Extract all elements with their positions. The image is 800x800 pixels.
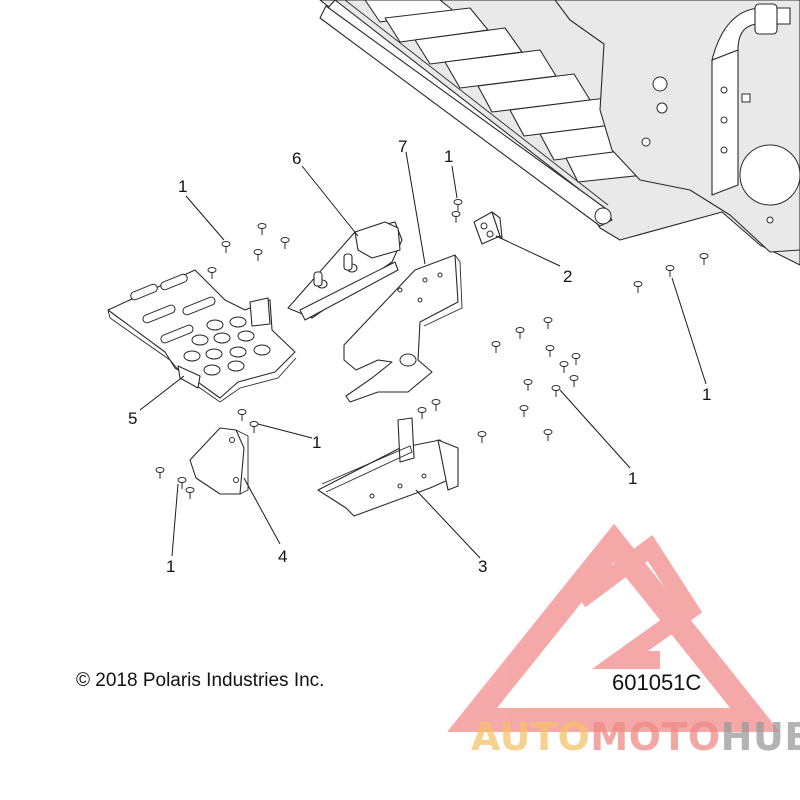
- leader-lines: [139, 151, 707, 559]
- diagram-part-number: 601051C: [612, 670, 702, 695]
- part-3-bracket: [317, 417, 459, 517]
- callout-1-right: 1: [702, 385, 711, 404]
- callout-1-top-left: 1: [178, 177, 187, 196]
- watermark-word-moto: MOTO: [590, 715, 721, 759]
- callout-4: 4: [278, 547, 287, 566]
- frame-assembly: [319, 0, 800, 266]
- watermark-word-hub: HUB: [720, 715, 800, 759]
- watermark-logo: [446, 523, 780, 732]
- part-5-footrest-plate: [107, 269, 297, 403]
- callout-3: 3: [478, 557, 487, 576]
- copyright-notice: © 2018 Polaris Industries Inc.: [76, 670, 325, 691]
- watermark-word-auto: AUTO: [471, 715, 591, 759]
- callout-2: 2: [563, 267, 572, 286]
- callout-labels: 1 1 1 1 1 1 2 3 4 5 6 7: [128, 137, 711, 576]
- watermark-text: AUTOMOTOHUB: [471, 715, 800, 759]
- part-4-mount-plate: [189, 427, 249, 495]
- fasteners: [155, 199, 709, 499]
- callout-1-top-center: 1: [444, 147, 453, 166]
- callout-5: 5: [128, 409, 137, 428]
- part-2-bracket: [473, 211, 503, 245]
- callout-1-center-right: 1: [628, 469, 637, 488]
- callout-7: 7: [398, 137, 407, 156]
- callout-1-bottom-left: 1: [166, 557, 175, 576]
- callout-1-center: 1: [312, 433, 321, 452]
- part-7-bracket: [343, 254, 463, 403]
- callout-6: 6: [292, 149, 301, 168]
